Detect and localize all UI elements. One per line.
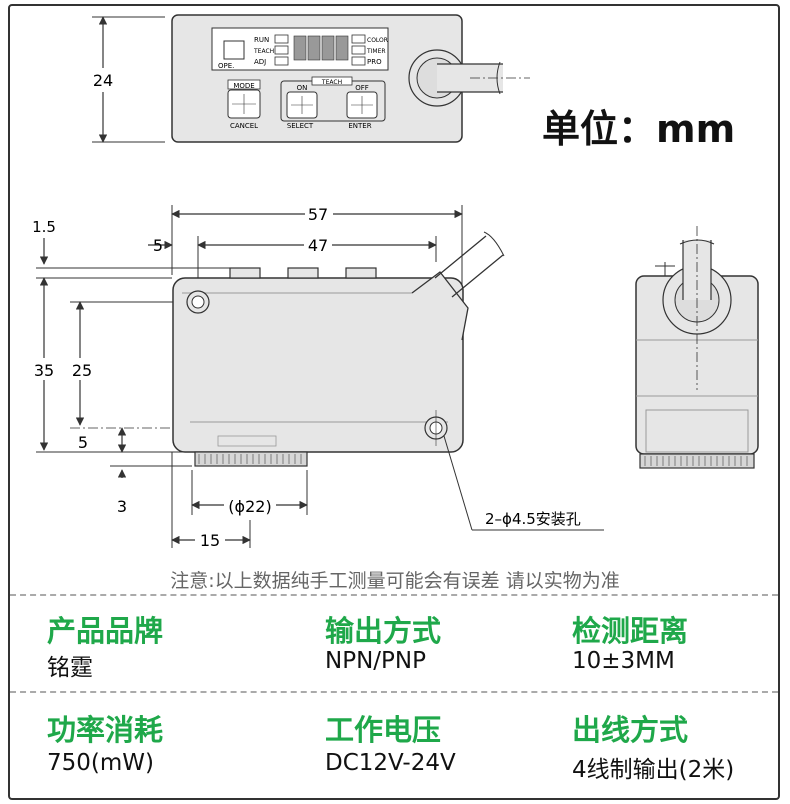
svg-text:5: 5 <box>78 433 88 452</box>
spec-label-voltage: 工作电压 <box>325 713 442 747</box>
spec-label-power: 功率消耗 <box>47 713 164 747</box>
svg-text:25: 25 <box>72 361 92 380</box>
svg-text:15: 15 <box>200 531 220 550</box>
spec-label-distance: 检测距离 <box>572 614 689 648</box>
measurement-note: 注意:以上数据纯手工测量可能会有误差 请以实物为准 <box>170 570 620 592</box>
side-lens-base <box>639 453 755 469</box>
front-view: 57 47 5 1.5 35 25 5 3 <box>32 204 604 551</box>
svg-text:5: 5 <box>153 236 163 255</box>
spec-value-brand: 铭霆 <box>47 655 93 681</box>
svg-text:TEACH: TEACH <box>321 79 342 86</box>
svg-text:COLOR: COLOR <box>367 37 388 44</box>
svg-text:OPE.: OPE. <box>218 62 234 70</box>
spec-label-output: 输出方式 <box>325 614 442 648</box>
spec-value-distance: 10±3MM <box>572 648 675 674</box>
spec-value-wiring: 4线制输出(2米) <box>572 757 735 783</box>
mount-hole-callout: 2–ϕ4.5安装孔 <box>485 510 581 528</box>
spec-value-voltage: DC12V-24V <box>325 750 456 776</box>
spec-label-brand: 产品品牌 <box>47 614 164 648</box>
lens-base <box>194 451 308 467</box>
svg-text:TIMER: TIMER <box>366 48 386 55</box>
top-button-3 <box>345 267 377 279</box>
svg-text:ADJ: ADJ <box>254 58 266 66</box>
top-view: 24 OPE. RUN TEACH ADJ COLOR TIMER PRO MO… <box>88 14 530 143</box>
svg-text:RUN: RUN <box>254 36 269 44</box>
svg-text:TEACH: TEACH <box>253 48 274 55</box>
spec-value-power: 750(mW) <box>47 750 154 776</box>
divider-top <box>10 594 778 596</box>
svg-text:ENTER: ENTER <box>348 122 371 130</box>
svg-text:CANCEL: CANCEL <box>230 122 258 130</box>
svg-text:47: 47 <box>308 236 328 255</box>
ope-indicator <box>223 40 245 60</box>
outer-frame <box>8 4 780 800</box>
svg-text:57: 57 <box>308 205 328 224</box>
unit-label: 单位：mm <box>542 107 736 151</box>
svg-text:1.5: 1.5 <box>32 218 56 236</box>
side-view <box>635 226 759 469</box>
svg-text:ON: ON <box>297 84 308 92</box>
svg-text:35: 35 <box>34 361 54 380</box>
svg-text:MODE: MODE <box>233 82 254 90</box>
svg-text:OFF: OFF <box>355 84 369 92</box>
top-button-1 <box>229 267 261 279</box>
seven-segment-display <box>293 35 349 61</box>
svg-text:PRO: PRO <box>367 58 382 66</box>
top-height-dim: 24 <box>93 71 113 90</box>
sensor-body <box>172 277 464 453</box>
svg-text:SELECT: SELECT <box>287 122 314 130</box>
divider-middle <box>10 691 778 693</box>
spec-label-wiring: 出线方式 <box>572 713 689 747</box>
spec-value-output: NPN/PNP <box>325 648 426 674</box>
cable-housing <box>411 271 469 341</box>
top-button-2 <box>287 267 319 279</box>
svg-text:3: 3 <box>117 497 127 516</box>
svg-text:(ϕ22): (ϕ22) <box>228 497 271 516</box>
